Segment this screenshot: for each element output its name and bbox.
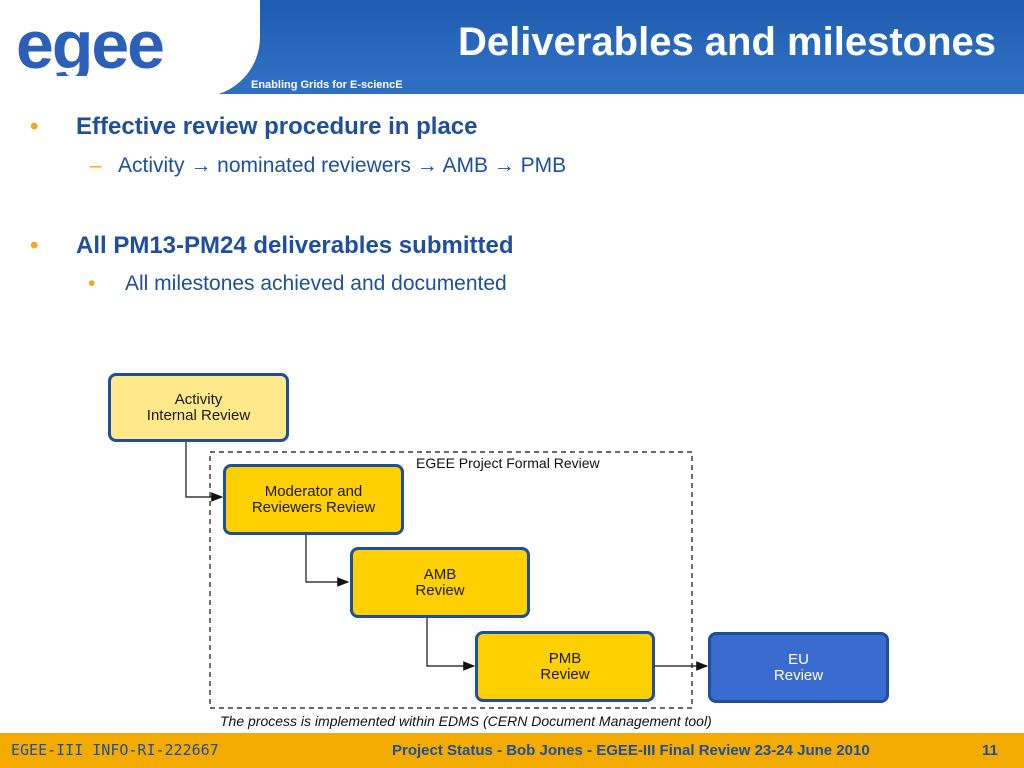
edms-caption: The process is implemented within EDMS (… bbox=[220, 713, 712, 729]
sub-bullet-1-text: Activity → nominated reviewers → AMB → P… bbox=[118, 154, 567, 177]
activity-review-line1: Activity bbox=[174, 390, 223, 408]
activity-review-line2: Internal Review bbox=[146, 406, 251, 424]
pmb-review-box: PMB Review bbox=[475, 631, 655, 702]
slide-footer: EGEE-III INFO-RI-222667 Project Status -… bbox=[0, 733, 1024, 768]
bullet-1-text: Effective review procedure in place bbox=[76, 113, 478, 140]
logo-background bbox=[0, 0, 260, 97]
moderator-review-box: Moderator and Reviewers Review bbox=[223, 464, 404, 535]
bullet-dot: • bbox=[30, 232, 39, 259]
header-tagline: Enabling Grids for E-sciencE bbox=[251, 79, 403, 91]
slide-header: egee Deliverables and milestones Enablin… bbox=[0, 0, 1024, 97]
pmb-review-line1: PMB bbox=[548, 649, 582, 667]
activity-review-box: Activity Internal Review bbox=[108, 373, 289, 442]
amb-review-line1: AMB bbox=[423, 565, 457, 583]
slide-title: Deliverables and milestones bbox=[457, 20, 996, 64]
moderator-review-line1: Moderator and bbox=[264, 482, 363, 500]
amb-review-box: AMB Review bbox=[350, 547, 530, 618]
eu-review-box: EU Review bbox=[708, 632, 889, 703]
formal-review-label: EGEE Project Formal Review bbox=[416, 455, 600, 471]
connector-amb-to-pmb bbox=[426, 616, 476, 671]
formal-review-boundary bbox=[209, 451, 693, 709]
eu-review-line1: EU bbox=[788, 650, 809, 668]
sub-bullet-1-marker: – bbox=[90, 154, 102, 177]
egee-logo: egee bbox=[16, 18, 165, 76]
connector-moderator-to-amb bbox=[305, 534, 350, 587]
eu-review-line2: Review bbox=[773, 666, 824, 684]
page-number: 11 bbox=[982, 742, 998, 759]
footer-project-code: EGEE-III INFO-RI-222667 bbox=[11, 741, 219, 759]
sub-bullet-2-marker: • bbox=[88, 272, 96, 295]
sub-bullet-2-text: All milestones achieved and documented bbox=[125, 272, 507, 295]
pmb-review-line2: Review bbox=[540, 665, 590, 683]
footer-title: Project Status - Bob Jones - EGEE-III Fi… bbox=[392, 742, 870, 759]
connector-activity-to-moderator bbox=[185, 440, 224, 502]
header-strip bbox=[0, 78, 1024, 94]
bullet-dot: • bbox=[30, 113, 39, 140]
amb-review-line2: Review bbox=[415, 581, 465, 599]
moderator-review-line2: Reviewers Review bbox=[251, 498, 376, 516]
logo-wordmark: egee bbox=[16, 18, 163, 76]
bullet-2-text: All PM13-PM24 deliverables submitted bbox=[76, 232, 514, 259]
